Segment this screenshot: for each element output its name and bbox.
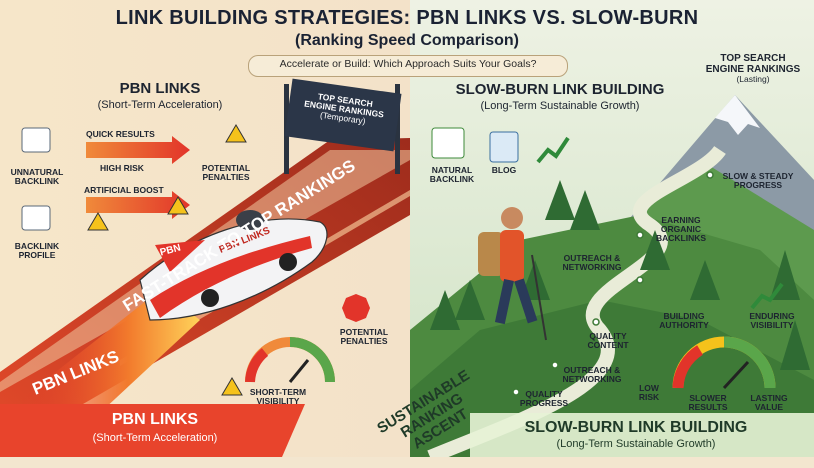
gauge-right (672, 336, 776, 390)
stop-icon (342, 294, 370, 322)
quick-results-label: QUICK RESULTS (86, 129, 155, 139)
illustration (0, 0, 814, 457)
outreach-label-2: OUTREACH &NETWORKING (562, 365, 622, 384)
banner-right (470, 413, 814, 457)
artificial-boost-label: ARTIFICIAL BOOST (84, 185, 164, 195)
growth-chart-icon-2 (750, 282, 784, 310)
blog-label: BLOG (491, 165, 517, 175)
unnatural-backlink-icon (21, 127, 51, 153)
left-banner-sub: (Short-Term Acceleration) (92, 432, 218, 444)
milestone-dots (512, 171, 714, 396)
question-pill (248, 55, 568, 77)
left-subheading: (Short-Term Acceleration) (97, 99, 223, 111)
artificial-boost-arrow (86, 191, 190, 219)
right-heading: SLOW-BURN LINK BUILDING (455, 81, 665, 98)
hiker (478, 207, 547, 341)
blog-icon (489, 131, 519, 163)
sign-board (284, 78, 402, 152)
right-subheading: (Long-Term Sustainable Growth) (480, 100, 640, 112)
question-text: Accelerate or Build: Which Approach Suit… (279, 58, 537, 70)
page-title: LINK BUILDING STRATEGIES: PBN LINKS VS. … (115, 7, 699, 29)
winding-path (427, 145, 726, 457)
page-subtitle: (Ranking Speed Comparison) (294, 32, 520, 49)
quick-results-arrow (86, 136, 190, 164)
backlink-profile-icon (21, 205, 51, 231)
snow-cap (715, 95, 760, 135)
outreach-label-1: OUTREACH &NETWORKING (562, 253, 622, 272)
right-banner-title: SLOW-BURN LINK BUILDING (524, 419, 748, 436)
left-banner-title: PBN LINKS (111, 411, 199, 428)
sign-post-right (395, 84, 400, 174)
warning-icon (87, 124, 247, 396)
right-banner-sub: (Long-Term Sustainable Growth) (556, 438, 716, 450)
banner-left (0, 404, 305, 457)
growth-chart-icon (536, 136, 570, 164)
rocket-car (139, 210, 328, 321)
gauge-left (245, 337, 335, 383)
natural-backlink-icon (431, 127, 465, 159)
left-heading: PBN LINKS (119, 80, 201, 97)
high-risk-label: HIGH RISK (100, 163, 144, 173)
